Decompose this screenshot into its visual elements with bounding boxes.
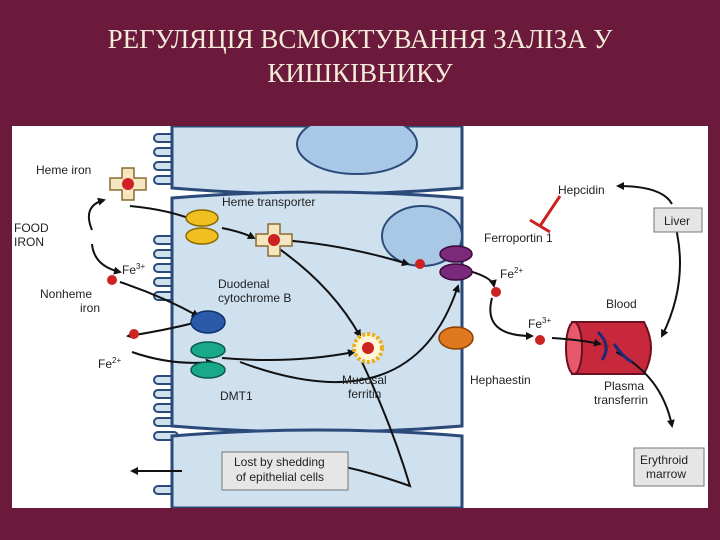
label-mucosal-1: Mucosal	[342, 373, 387, 387]
label-ferroportin: Ferroportin 1	[484, 231, 553, 245]
label-duodenal-2: cytochrome B	[218, 291, 291, 305]
label-fe2-lumen: Fe2+	[98, 356, 121, 371]
liver-label-box	[653, 207, 703, 233]
label-blood: Blood	[606, 297, 637, 311]
label-lost-1: Lost by shedding	[234, 455, 325, 469]
lost-label-box	[221, 451, 349, 491]
label-liver: Liver	[664, 214, 690, 228]
title-line-1: РЕГУЛЯЦІЯ ВСМОКТУВАННЯ ЗАЛІЗА У	[107, 24, 613, 54]
cytochrome-b-protein	[190, 310, 226, 334]
label-heme-transporter: Heme transporter	[222, 195, 315, 209]
erythroid-label-box	[633, 447, 705, 487]
ferroportin-protein	[439, 245, 473, 281]
label-nonheme-1: Nonheme	[40, 287, 92, 301]
hepcidin-inhibition-bar	[529, 218, 551, 234]
label-fe2-basal: Fe2+	[500, 266, 523, 281]
hephaestin-protein	[438, 326, 474, 350]
transferrin-shape	[596, 330, 633, 364]
iron-atoms	[107, 259, 611, 349]
slide-title: РЕГУЛЯЦІЯ ВСМОКТУВАННЯ ЗАЛІЗА У КИШКІВНИ…	[0, 22, 720, 90]
heme-transporter-protein	[185, 209, 219, 245]
label-erythroid-1: Erythroid	[640, 453, 688, 467]
mucosal-ferritin-shell	[352, 332, 384, 364]
label-dmt1: DMT1	[220, 389, 253, 403]
diagram-svg: Heme iron FOOD IRON Nonheme iron Fe3+ Fe…	[14, 113, 705, 510]
label-food-iron-1: FOOD	[14, 221, 49, 235]
label-hepcidin: Hepcidin	[558, 183, 605, 197]
label-plasma-1: Plasma	[604, 379, 644, 393]
label-heme-iron: Heme iron	[36, 163, 91, 177]
heme-molecule-cell	[255, 223, 293, 257]
label-mucosal-2: ferritin	[348, 387, 381, 401]
label-lost-2: of epithelial cells	[236, 470, 324, 484]
label-fe3-lumen: Fe3+	[122, 262, 145, 277]
iron-absorption-diagram: Heme iron FOOD IRON Nonheme iron Fe3+ Fe…	[12, 113, 708, 510]
title-line-2: КИШКІВНИКУ	[267, 58, 453, 88]
label-erythroid-2: marrow	[646, 467, 686, 481]
dmt1-protein	[190, 341, 226, 379]
label-plasma-2: transferrin	[594, 393, 648, 407]
label-duodenal-1: Duodenal	[218, 277, 269, 291]
hepcidin-inhibition	[538, 195, 562, 227]
label-hephaestin: Hephaestin	[470, 373, 531, 387]
label-food-iron-2: IRON	[14, 235, 44, 249]
label-fe3-blood: Fe3+	[528, 316, 551, 331]
heme-molecule-lumen	[109, 167, 147, 201]
label-nonheme-2: iron	[80, 301, 100, 315]
